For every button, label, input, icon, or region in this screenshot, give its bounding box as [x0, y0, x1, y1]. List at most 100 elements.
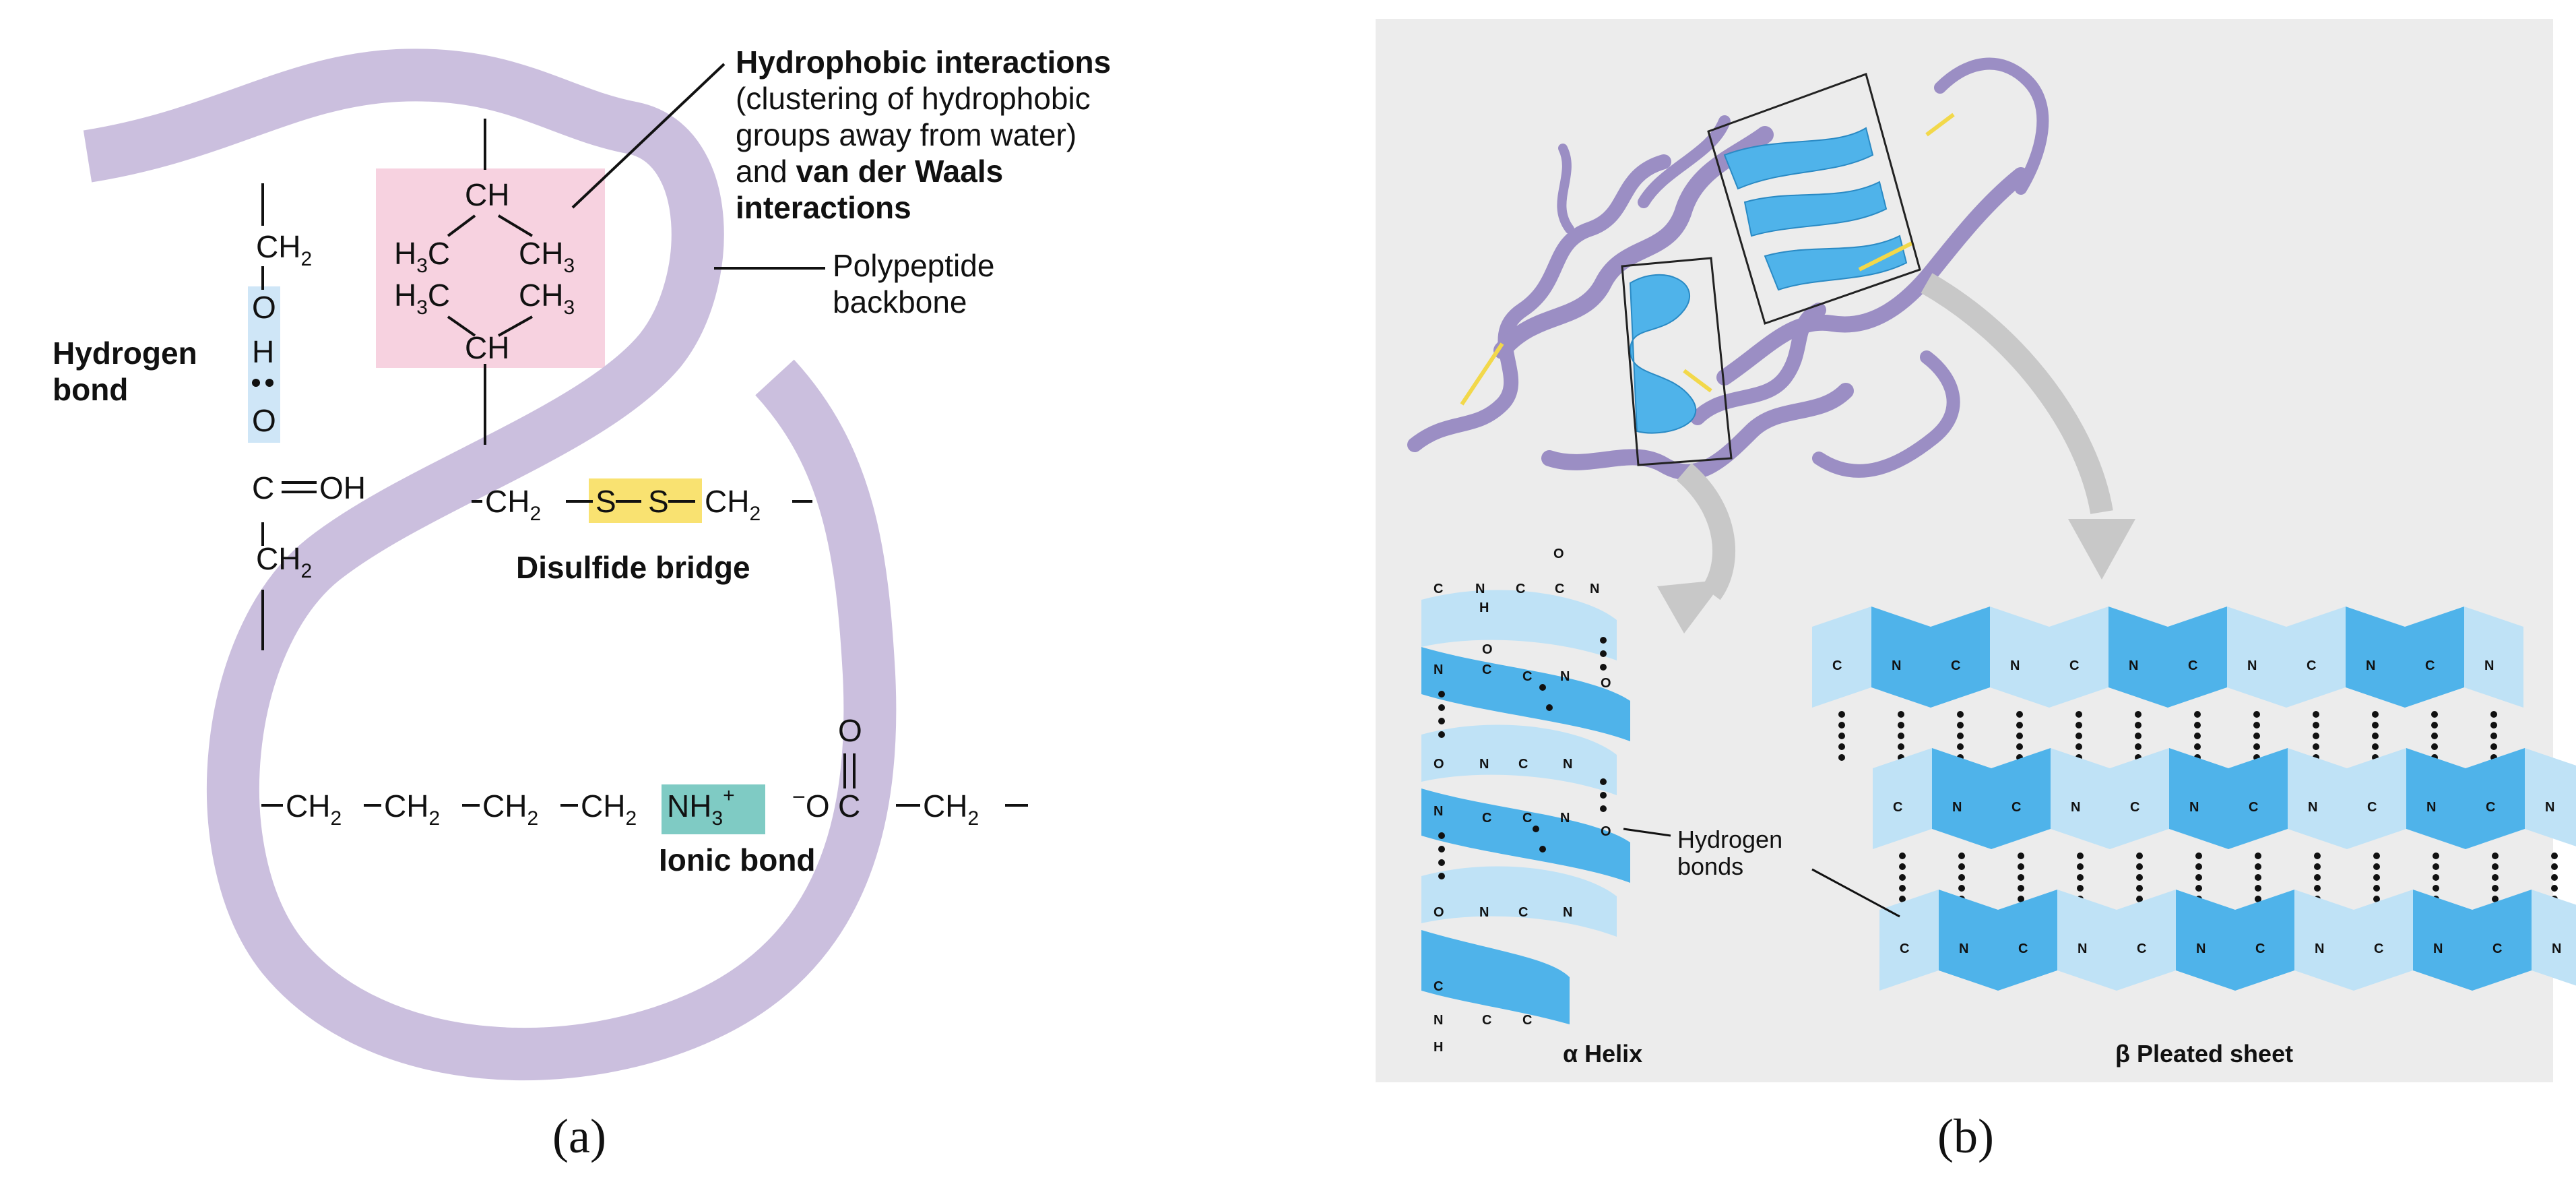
sheet-pleat — [2235, 890, 2294, 991]
sheet-atom: C — [1893, 800, 1902, 815]
svg-text:C: C — [1522, 1013, 1532, 1028]
svg-text:CH2: CH2 — [256, 229, 312, 270]
sheet-hbond-dot — [2253, 711, 2260, 718]
sheet-pleat — [2347, 748, 2406, 849]
svg-text:C: C — [1482, 1013, 1491, 1028]
sheet-pleat — [2176, 890, 2235, 991]
sheet-hbond-dot — [2492, 885, 2499, 892]
svg-text:H3C: H3C — [394, 278, 450, 319]
sheet-hbond-dot — [1898, 743, 1904, 750]
sheet-hbond-dot — [2373, 885, 2380, 892]
sheet-pleat — [2532, 890, 2576, 986]
ionic-highlight — [662, 784, 765, 834]
sheet-hbond-dot — [2313, 743, 2319, 750]
sheet-hbond-dot — [2373, 874, 2380, 881]
sheet-hbond-dot — [2075, 743, 2082, 750]
sheet-pleat — [2466, 748, 2525, 849]
svg-text:O: O — [1434, 757, 1444, 772]
sheet-hbond-dot — [1898, 733, 1904, 739]
svg-text:N: N — [1560, 811, 1570, 826]
svg-text:CH2: CH2 — [581, 788, 637, 830]
sheet-hbond-dot — [2490, 711, 2497, 718]
sheet-hbond-dot — [2194, 722, 2201, 728]
svg-text:CH3: CH3 — [519, 278, 575, 319]
sheet-atom: N — [2366, 658, 2375, 673]
svg-text:C: C — [1555, 582, 1564, 596]
svg-text:N: N — [1560, 669, 1570, 684]
svg-text:C: C — [1518, 905, 1528, 920]
helix-hbond-dots — [1438, 637, 1607, 879]
svg-text:C: C — [1518, 757, 1528, 772]
svg-text:bonds: bonds — [1677, 852, 1743, 880]
sheet-hbond-dot — [1958, 874, 1965, 881]
alpha-helix-label: α Helix — [1563, 1040, 1642, 1067]
sheet-atom: N — [2071, 800, 2080, 815]
sheet-hbond-dot — [2136, 863, 2143, 870]
svg-text:CH: CH — [465, 330, 509, 365]
sheet-hbond-dot — [2135, 733, 2142, 739]
sheet-atom: N — [2308, 800, 2317, 815]
sheet-hbond-dot — [1899, 896, 1906, 902]
sheet-hbond-dot — [2373, 852, 2380, 859]
svg-text:−O: −O — [792, 784, 830, 824]
sheet-pleat — [1879, 890, 1939, 991]
svg-text:N: N — [1563, 757, 1572, 772]
sheet-pleat — [2354, 890, 2413, 991]
svg-text:CH2: CH2 — [286, 788, 342, 830]
sheet-pleat — [2346, 607, 2405, 708]
sheet-hbond-dot — [2313, 711, 2319, 718]
sheet-hbond-dot — [2077, 874, 2084, 881]
sheet-hbond-dot — [2018, 885, 2024, 892]
svg-text:and van der Waals: and van der Waals — [736, 154, 1003, 189]
sheet-hbond-dot — [2136, 885, 2143, 892]
sheet-hbond-dot — [2077, 885, 2084, 892]
sheet-hbond-dot — [2490, 722, 2497, 728]
sheet-hbond-dot — [2255, 885, 2261, 892]
sheet-hbond-dot — [2253, 733, 2260, 739]
sheet-hbond-dot — [1899, 863, 1906, 870]
svg-text:H3C: H3C — [394, 236, 450, 277]
sheet-hbond-dot — [2136, 896, 2143, 902]
sheet-hbond-dot — [2433, 852, 2439, 859]
svg-text:H: H — [1434, 1040, 1443, 1055]
sheet-hbond-dot — [1958, 852, 1965, 859]
sheet-hbond-dot — [2195, 885, 2202, 892]
svg-text:O: O — [1601, 824, 1611, 839]
svg-text:O: O — [1434, 905, 1444, 920]
sheet-hbond-dot — [2433, 885, 2439, 892]
svg-text:O: O — [838, 713, 862, 748]
sheet-pleat — [2049, 607, 2108, 708]
svg-text:C: C — [1522, 811, 1532, 826]
sheet-hbond-dot — [2075, 711, 2082, 718]
sheet-pleat — [2406, 748, 2466, 849]
sheet-hbond-dot — [2492, 852, 2499, 859]
sheet-hbond-dot — [2431, 733, 2438, 739]
protein-ribbon — [1407, 57, 2049, 480]
sheet-pleat — [2288, 748, 2347, 849]
sheet-hbond-dot — [1958, 863, 1965, 870]
svg-text:CH2: CH2 — [923, 788, 979, 830]
sheet-hbond-dot — [1899, 885, 1906, 892]
svg-text:N: N — [1479, 757, 1489, 772]
svg-text:C: C — [1516, 582, 1525, 596]
hydrophobic-title: Hydrophobic interactions — [736, 44, 1111, 80]
sheet-pleat — [1931, 607, 1990, 708]
sheet-hbond-dot — [2551, 863, 2558, 870]
sheet-hbond-dot — [1957, 733, 1964, 739]
sheet-pleat — [2227, 607, 2286, 708]
sheet-pleat — [2413, 890, 2472, 991]
sheet-hbond-dot — [1898, 711, 1904, 718]
sheet-atom: C — [2492, 941, 2502, 956]
sheet-hbond-dot — [2433, 863, 2439, 870]
sheet-hbond-dot — [2018, 863, 2024, 870]
sheet-hbond-dot — [2016, 722, 2023, 728]
sheet-hbond-dot — [2255, 863, 2261, 870]
polypeptide-backbone — [83, 49, 897, 1081]
sheet-pleat — [2286, 607, 2346, 708]
svg-text:bond: bond — [53, 372, 128, 407]
sheet-pleat — [2051, 748, 2110, 849]
sheet-atom: C — [2011, 800, 2021, 815]
sheet-hbond-dot — [2135, 711, 2142, 718]
panel-a: CH2 O H O C OH CH2 CH H3C CH3 H3C CH3 CH… — [53, 44, 1111, 1163]
